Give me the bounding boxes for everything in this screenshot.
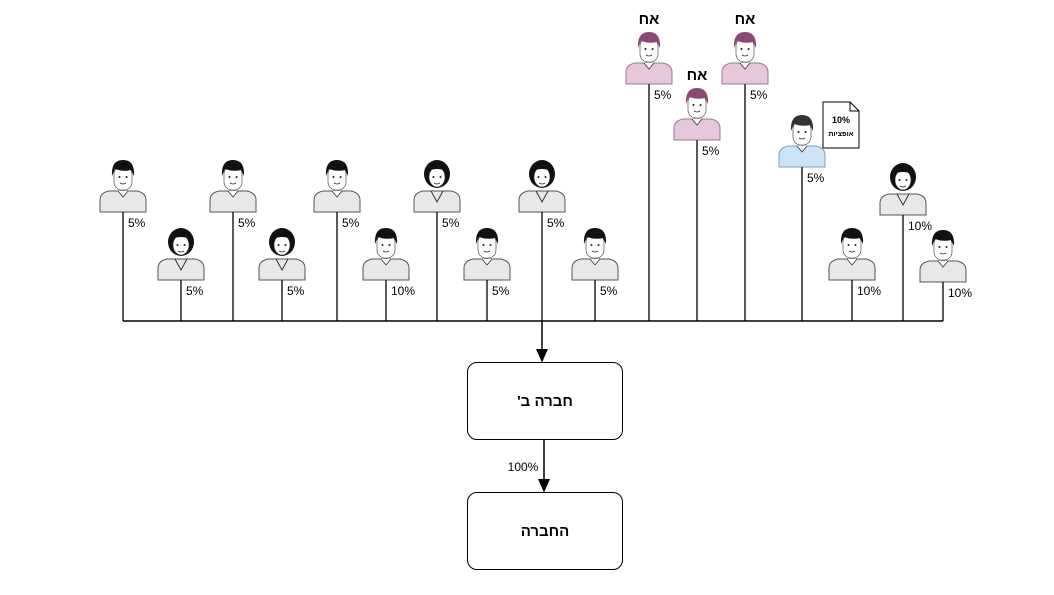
man-icon xyxy=(571,228,619,281)
man-icon xyxy=(362,228,410,281)
shareholder-5[interactable]: 5% xyxy=(313,160,361,321)
ownership-pct: 5% xyxy=(442,216,460,230)
shareholder-3[interactable]: 5% xyxy=(209,160,257,321)
shareholder-10[interactable]: 5% xyxy=(571,228,619,321)
man-icon xyxy=(99,160,147,213)
options-label: אופציות xyxy=(829,131,854,138)
shareholder-14[interactable]: 5% 10% אופציות xyxy=(778,101,860,321)
man-icon xyxy=(778,115,826,168)
ownership-pct: 10% xyxy=(391,284,415,298)
ownership-pct: 5% xyxy=(342,216,360,230)
ownership-pct: 10% xyxy=(908,219,932,233)
ownership-pct: 5% xyxy=(128,216,146,230)
woman-icon xyxy=(413,160,461,213)
brother-label: אח xyxy=(687,67,708,84)
ownership-pct: 5% xyxy=(547,216,565,230)
ownership-pct: 5% xyxy=(186,284,204,298)
man-icon xyxy=(313,160,361,213)
ownership-pct: 5% xyxy=(600,284,618,298)
ownership-pct: 5% xyxy=(654,88,672,102)
ownership-pct: 5% xyxy=(807,171,825,185)
company-label: החברה xyxy=(520,522,570,540)
shareholder-11[interactable]: 5% אח xyxy=(625,11,673,321)
brother-label: אח xyxy=(639,11,660,28)
shareholder-1[interactable]: 5% xyxy=(99,160,147,321)
woman-icon xyxy=(879,163,927,216)
woman-icon xyxy=(157,228,205,281)
options-note: 10% אופציות xyxy=(822,101,860,149)
shareholder-17[interactable]: 10% xyxy=(919,230,972,321)
woman-icon xyxy=(258,228,306,281)
shareholder-4[interactable]: 5% xyxy=(258,228,306,321)
ownership-pct: 5% xyxy=(287,284,305,298)
man-icon xyxy=(463,228,511,281)
brother-label: אח xyxy=(735,11,756,28)
woman-icon xyxy=(518,160,566,213)
ownership-pct: 5% xyxy=(492,284,510,298)
shareholder-9[interactable]: 5% xyxy=(518,160,566,321)
ownership-pct: 5% xyxy=(750,88,768,102)
company-b-label: חברה ב' xyxy=(517,392,573,410)
ownership-pct: 5% xyxy=(702,144,720,158)
shareholder-15[interactable]: 10% xyxy=(828,228,881,321)
options-pct: 10% xyxy=(832,115,850,125)
man-icon xyxy=(673,88,721,141)
man-icon xyxy=(721,32,769,85)
ownership-pct: 5% xyxy=(238,216,256,230)
document-icon xyxy=(822,101,860,149)
shareholder-6[interactable]: 10% xyxy=(362,228,415,321)
ownership-pct-label: 100% xyxy=(508,460,539,474)
ownership-pct: 10% xyxy=(948,286,972,300)
man-icon xyxy=(828,228,876,281)
shareholder-13[interactable]: 5% אח xyxy=(721,11,769,321)
shareholder-7[interactable]: 5% xyxy=(413,160,461,321)
man-icon xyxy=(209,160,257,213)
shareholder-2[interactable]: 5% xyxy=(157,228,205,321)
shareholder-16[interactable]: 10% xyxy=(879,163,932,321)
shareholder-8[interactable]: 5% xyxy=(463,228,511,321)
man-icon xyxy=(919,230,967,283)
man-icon xyxy=(625,32,673,85)
shareholder-12[interactable]: 5% אח xyxy=(673,67,721,321)
company-box[interactable]: החברה xyxy=(467,492,623,570)
ownership-pct: 10% xyxy=(857,284,881,298)
company-b-box[interactable]: חברה ב' xyxy=(467,362,623,440)
